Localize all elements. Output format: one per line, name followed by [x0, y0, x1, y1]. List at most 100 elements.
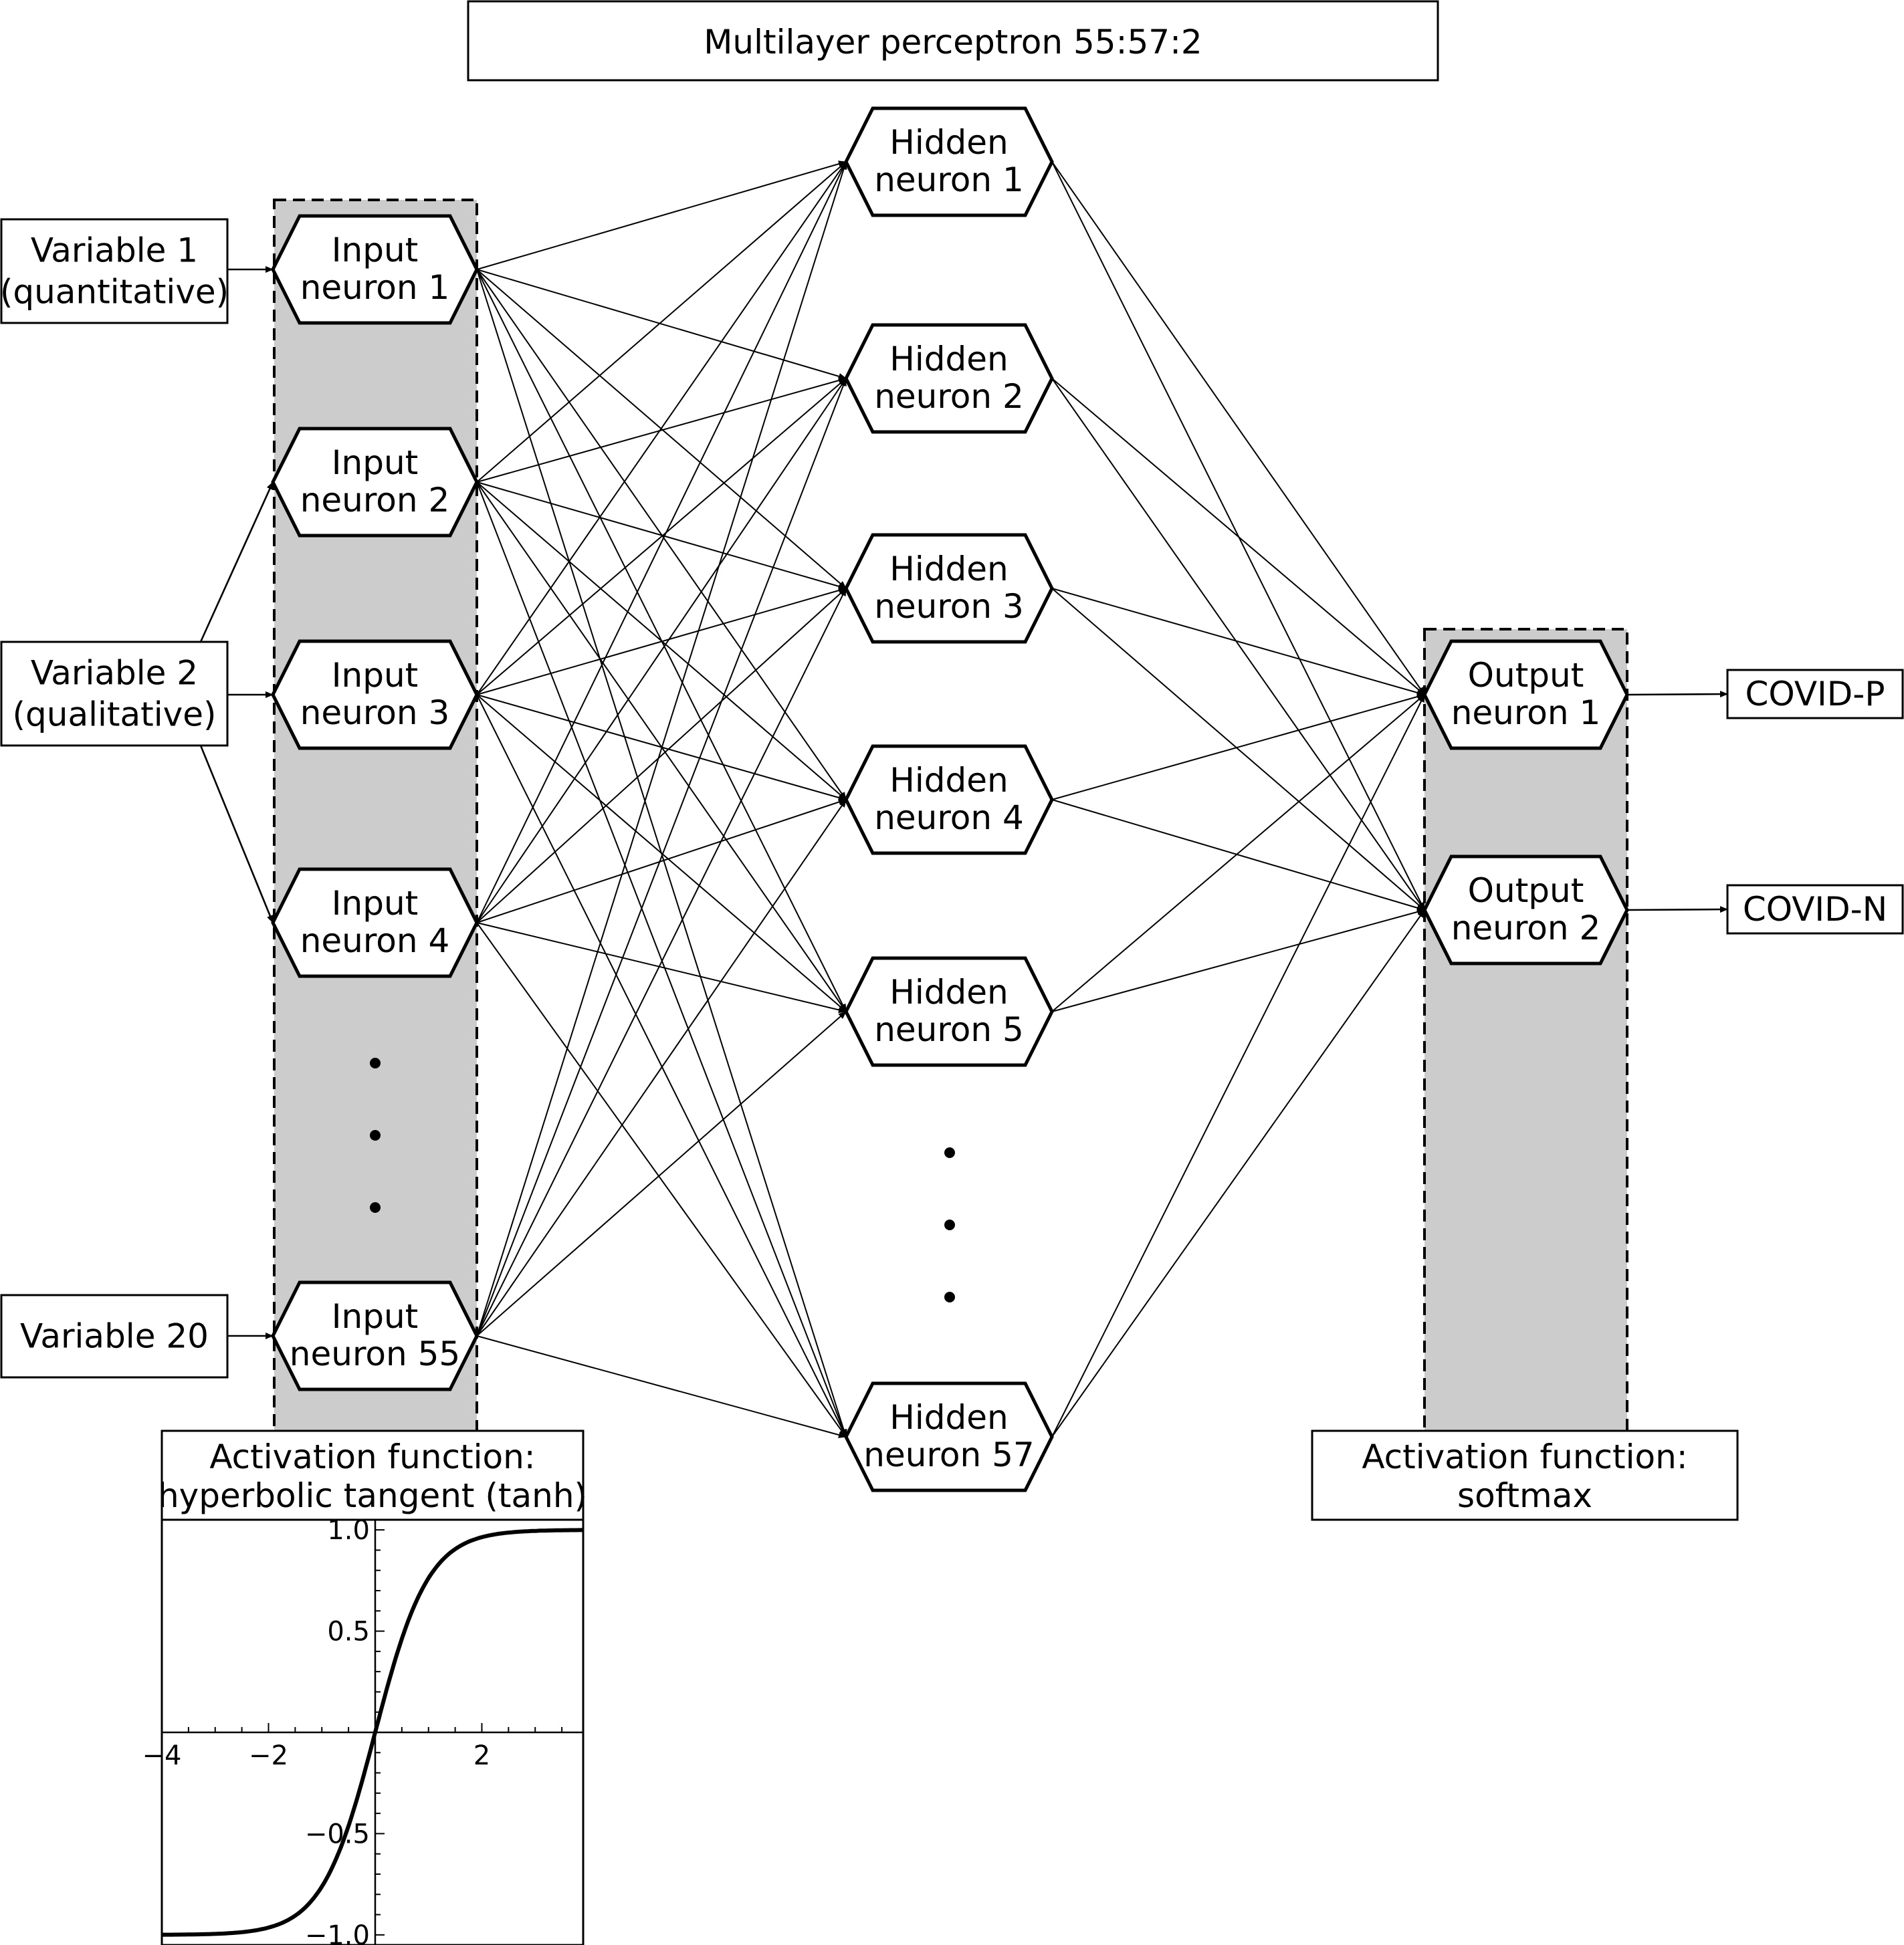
output-neuron-o2-label: neuron 2 — [1451, 909, 1601, 947]
input-neuron-i3-label: Input — [332, 656, 418, 695]
variable-label: (quantitative) — [0, 273, 229, 312]
output-activation-title: Activation function: — [1362, 1438, 1687, 1476]
connection-i3-h5 — [476, 694, 847, 1012]
output-neuron-o1-label: neuron 1 — [1451, 693, 1601, 732]
input-neuron-i1-label: neuron 1 — [300, 268, 450, 307]
hidden-neuron-h3-label: Hidden — [889, 550, 1008, 588]
connection-i3-h3 — [476, 587, 847, 695]
input-ellipsis — [370, 1058, 381, 1213]
connection-h57-o2 — [1051, 909, 1425, 1438]
connection-i2-h2 — [476, 377, 847, 483]
hidden-ellipsis — [944, 1147, 955, 1302]
diagram-title: Multilayer perceptron 55:57:2 — [704, 23, 1202, 62]
variable-label: (qualitative) — [13, 695, 217, 734]
connection-i4-h57 — [476, 922, 847, 1438]
connection-i2-h3 — [476, 481, 847, 590]
hidden-neuron-h4-label: Hidden — [889, 761, 1008, 800]
hidden-neuron-h57-label: Hidden — [889, 1398, 1008, 1437]
connection-h2-o2 — [1051, 378, 1425, 911]
input-neuron-i2-label: neuron 2 — [300, 481, 450, 520]
hidden-neuron-h5-label: Hidden — [889, 973, 1008, 1012]
output-label-p: COVID-P — [1726, 669, 1904, 719]
y-tick-label: 0.5 — [327, 1617, 370, 1647]
connection-i4-h2 — [476, 378, 847, 923]
connection-h3-o1 — [1051, 588, 1425, 696]
x-tick-label: 2 — [473, 1740, 490, 1771]
variable-label: Variable 20 — [20, 1317, 209, 1356]
connections-layer — [199, 160, 1728, 1438]
hidden-neuron-h2-label: neuron 2 — [874, 377, 1024, 416]
connection-i1-h2 — [476, 269, 847, 380]
output-activation-box: Activation function: softmax — [1311, 1429, 1739, 1521]
variable-box-v2: Variable 2(qualitative) — [0, 641, 229, 747]
connection-i2-h1 — [476, 161, 847, 483]
x-tick-label: −2 — [249, 1740, 288, 1771]
connection-h5-o1 — [1051, 694, 1425, 1012]
input-neuron-i2-label: Input — [332, 443, 418, 482]
input-neuron-i4-label: Input — [332, 884, 418, 923]
connection-i4-h4 — [476, 798, 847, 923]
y-tick-label: −1.0 — [305, 1920, 370, 1945]
output-label-text: COVID-P — [1745, 675, 1885, 713]
output-neuron-o1-label: Output — [1468, 656, 1584, 695]
connection-i55-h5 — [476, 1011, 847, 1337]
input-neuron-i1-label: Input — [332, 231, 418, 269]
y-tick-label: 1.0 — [327, 1515, 370, 1546]
connection-i3-h57 — [476, 694, 847, 1438]
input-activation-title: Activation function: — [209, 1438, 535, 1476]
input-neuron-i3-label: neuron 3 — [300, 693, 450, 732]
y-tick-label: −0.5 — [305, 1819, 370, 1849]
connection-h3-o2 — [1051, 588, 1425, 911]
connection-h4-o2 — [1051, 799, 1425, 911]
connection-i4-h1 — [476, 161, 847, 923]
output-label-n: COVID-N — [1726, 884, 1904, 935]
output-label-text: COVID-N — [1743, 890, 1887, 929]
input-activation-subtitle: hyperbolic tangent (tanh) — [158, 1476, 587, 1515]
link-o1-p — [1626, 691, 1728, 698]
connection-i2-h57 — [476, 481, 847, 1438]
hidden-neuron-h3-label: neuron 3 — [874, 587, 1024, 626]
output-neuron-o2-label: Output — [1468, 871, 1584, 910]
hidden-neuron-h4-label: neuron 4 — [874, 798, 1024, 837]
x-tick-label: −4 — [142, 1740, 182, 1771]
connection-h2-o1 — [1051, 378, 1425, 695]
tanh-curve — [161, 1528, 583, 1937]
link-v2-i4 — [199, 745, 274, 923]
input-neuron-i55-label: Input — [332, 1297, 418, 1336]
hidden-neuron-h2-label: Hidden — [889, 340, 1008, 378]
variable-label: Variable 1 — [31, 231, 198, 270]
connection-i55-h4 — [476, 799, 847, 1337]
connection-h4-o1 — [1051, 693, 1425, 800]
variable-label: Variable 2 — [31, 654, 198, 693]
link-o2-n — [1626, 906, 1728, 913]
hidden-neuron-h57-label: neuron 57 — [863, 1436, 1034, 1474]
link-v2-i2 — [199, 481, 274, 643]
connection-i1-h1 — [476, 160, 847, 270]
tanh-plot: −4 −2 2 1.0 0.5 −0.5 −1.0 — [142, 1515, 585, 1945]
connection-h5-o2 — [1051, 909, 1425, 1012]
variable-box-v1: Variable 1(quantitative) — [0, 218, 229, 324]
connection-i55-h2 — [476, 378, 847, 1337]
connection-i4-h3 — [476, 588, 847, 923]
connection-i55-h3 — [476, 588, 847, 1337]
connection-h1-o1 — [1051, 161, 1425, 695]
title-box: Multilayer perceptron 55:57:2 — [467, 0, 1439, 82]
output-activation-subtitle: softmax — [1457, 1476, 1592, 1515]
input-neuron-i55-label: neuron 55 — [290, 1335, 460, 1373]
variable-box-v20: Variable 20 — [0, 1294, 229, 1379]
input-layer-panel — [273, 199, 478, 1436]
output-layer-panel — [1423, 628, 1628, 1436]
hidden-neuron-h5-label: neuron 5 — [874, 1010, 1024, 1049]
connection-i55-h57 — [476, 1335, 847, 1438]
